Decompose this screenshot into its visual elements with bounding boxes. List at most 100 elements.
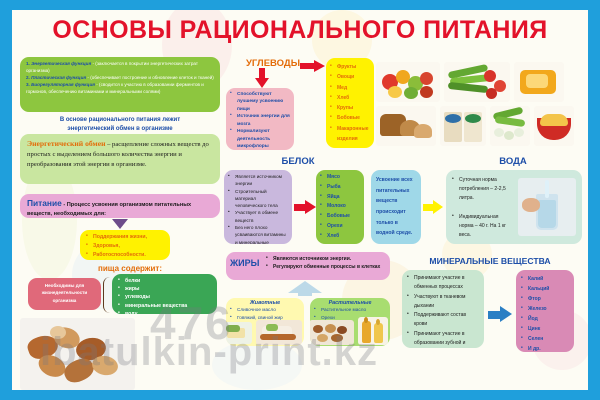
nutrient-list-box: белки жиры углеводы минеральные вещества… [112,274,217,314]
basis-banner: В основе рационального питания лежит эне… [20,115,220,133]
fats-box: ЖИРЫ Являются источником энергии. Регули… [226,252,390,280]
beans-photo [490,106,530,146]
fats-benefit-item: Являются источником энергии. [266,254,380,263]
metabolism-box: Энергетический обмен – расщепление сложн… [20,134,220,184]
protein-heading: БЕЛОК [281,156,315,167]
mineral-item: Йод [521,313,569,324]
protein-source-item: Рыба [320,182,360,193]
water-arrow-right-icon [423,200,443,214]
carbs-arrow-right-icon [300,60,326,72]
function-item: 2. Пластическая функция - (обеспечивает … [26,74,214,80]
needed-label-box: Необходимы для жизнедеятельности организ… [28,278,101,310]
page-title: ОСНОВЫ РАЦИОНАЛЬНОГО ПИТАНИЯ [52,15,548,44]
carbs-heading: УГЛЕВОДЫ [245,58,301,69]
water-absorption-note-text: Усвоение всех питательных веществ происх… [376,177,413,237]
nutrition-box: Питание - Процесс усвоения организмом пи… [20,194,220,218]
lard-photo [256,320,302,345]
carbs-arrow-down-icon [255,68,269,88]
protein-benefit-item: Участвует в обмене веществ [228,208,288,224]
protein-arrow-right-icon [294,200,316,214]
water-heading: ВОДА [499,156,527,167]
fats-benefit-item: Регулируют обменные процессы в клетках [266,262,380,271]
carbs-source-item: Мед [330,81,370,93]
carbs-benefit-item: Нормализуют деятельность микрофлоры кише… [230,127,290,150]
fats-split-arrow-icon [288,281,322,296]
water-absorption-note-box: Усвоение всех питательных веществ происх… [371,170,421,244]
minerals-roles-box: Принимают участие в обменных процессах У… [402,270,484,348]
minerals-role-item: Принимают участие в образовании зубной и… [407,329,479,349]
mineral-item: Калий [521,273,569,284]
minerals-role-item: Участвуют в тканевом дыхании [407,292,479,312]
water-glass-photo [518,178,576,236]
carbs-source-item: Бобовые [330,112,370,123]
mineral-item: Кальций [521,283,569,294]
protein-source-item: Яйца [320,192,360,203]
fats-heading: ЖИРЫ [230,258,260,268]
carbs-source-item: Хлеб [330,92,370,103]
function-item: 3. Биорегуляторная функция - (сводится к… [26,81,204,94]
fats-plant-title: Растительные [328,300,372,306]
nutrient-item: углеводы [118,292,211,301]
basis-banner-line2: энергетический обмен в организме [67,125,173,132]
mineral-item: Железо [521,303,569,314]
minerals-role-item: Принимают участие в обменных процессах [407,273,479,293]
fats-plant-box: Растительные Растительное масло Орехи [310,298,390,346]
food-contains-heading: пища содержит: [98,264,162,273]
minerals-role-item: Поддерживают состав крови [407,310,479,330]
minerals-list-box: Калий Кальций Фтор Железо Йод Цинк Селен… [516,270,574,352]
carbs-benefit-item: Источник энергии для мозга [230,112,290,128]
carbs-source-item: Крупы [330,102,370,113]
metabolism-term: Энергетический обмен [27,139,106,148]
fats-animal-item: Говяжий, свиной жир [230,313,300,322]
honey-photo [514,62,564,102]
mineral-item: Селен [521,333,569,344]
protein-source-item: Орехи [320,221,360,232]
nuts-photo [20,318,135,390]
protein-benefit-item: Является источником энергии [228,172,288,188]
brace-icon [103,277,111,313]
protein-source-item: Бобовые [320,211,360,222]
water-item: Индивидуальная норма – 40 г. На 1 кг вес… [452,212,514,240]
basis-banner-line1: В основе рационального питания лежит [59,117,181,123]
nutrition-term: Питание [27,198,62,208]
mineral-item: Цинк [521,323,569,334]
minerals-heading: МИНЕРАЛЬНЫЕ ВЕЩЕСТВА [429,256,551,266]
nutrition-text: - Процесс усвоения организмом питательны… [27,202,192,217]
nutrient-item: воду [118,309,211,314]
protein-sources-box: Мясо Рыба Яйца Молоко Бобовые Орехи Хлеб [316,170,364,244]
protein-source-item: Молоко [320,201,360,212]
needed-for-box: Поддержания жизни, Здоровья, Работоспосо… [80,230,170,260]
needed-for-item: Здоровья, [86,241,164,251]
nuts-seeds-photo [310,320,354,345]
nutrient-item: минеральные вещества [118,301,211,310]
water-item: Суточная норма потребления – 2-2,5 литра… [452,175,514,203]
needed-for-item: Работоспособности. [86,250,164,260]
fruits-photo [376,62,440,102]
oil-bottles-photo [358,317,388,345]
fats-animal-box: Животные Сливочное масло Говяжий, свиной… [226,298,304,346]
needed-for-item: Поддержания жизни, [86,232,164,242]
functions-box: 1. Энергетическая функция - (заключается… [20,57,220,112]
carbs-source-item: Фрукты [330,61,370,72]
fats-animal-item: Сливочное масло [230,305,300,314]
carbs-benefit-item: Способствуют лучшему усвоению пищи [230,90,290,113]
carbs-benefits-box: Способствуют лучшему усвоению пищи Источ… [226,88,294,150]
fats-plant-item: Растительное масло [314,305,386,314]
needed-label-text: Необходимы для жизнедеятельности организ… [41,283,88,303]
carbs-sources-box: Фрукты Овощи Мед Хлеб Крупы Бобовые Мака… [326,58,374,148]
mineral-item: Фтор [521,293,569,304]
carbs-source-item: Макаронные изделия [330,123,370,145]
fats-plant-item: Орехи [314,313,386,322]
function-item: 1. Энергетическая функция - (заключается… [26,61,198,73]
bread-photo [376,106,436,146]
poster-title-band: ОСНОВЫ РАЦИОНАЛЬНОГО ПИТАНИЯ [12,10,588,50]
protein-source-item: Хлеб [320,231,360,242]
nutrient-item: белки [118,276,211,285]
fats-animal-title: Животные [249,300,281,306]
butter-photo [226,322,252,344]
vegetables-photo [444,62,510,102]
water-box: Суточная норма потребления – 2-2,5 литра… [446,170,582,244]
mineral-item: И др. [521,343,569,352]
grains-photo [440,106,486,146]
